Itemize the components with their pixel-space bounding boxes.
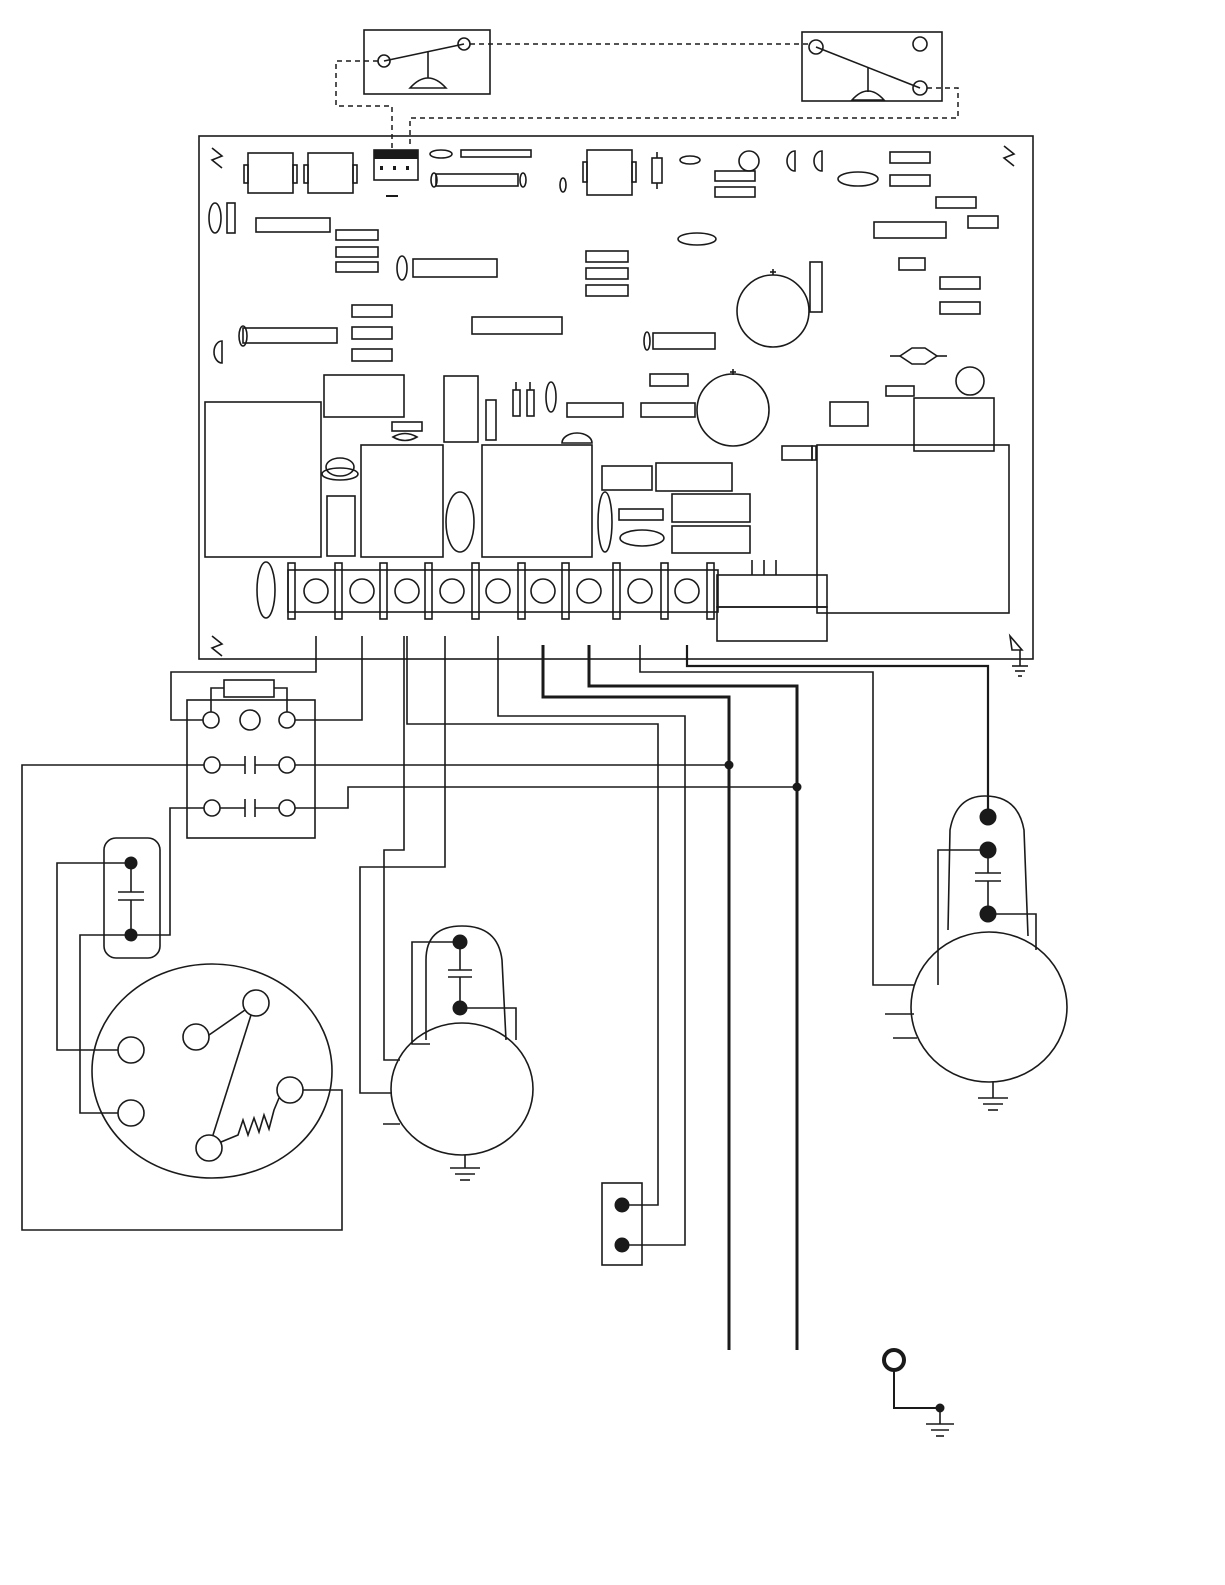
two-pin-connector [602, 1183, 642, 1265]
limit-switch-right [802, 32, 942, 101]
relay-block [187, 680, 315, 838]
board-ground-icon [1012, 650, 1028, 676]
wiring [22, 636, 988, 1350]
control-board [199, 136, 1033, 676]
terminal-strip [257, 560, 827, 641]
selector-switch [92, 964, 332, 1178]
capacitor-left [104, 838, 160, 958]
motor-right [885, 796, 1067, 1110]
limit-switch-left [364, 30, 490, 94]
motor-center [383, 926, 533, 1180]
limit-dashed-wiring [336, 44, 958, 148]
board-connector [374, 150, 418, 197]
ground-terminal [884, 1350, 954, 1436]
